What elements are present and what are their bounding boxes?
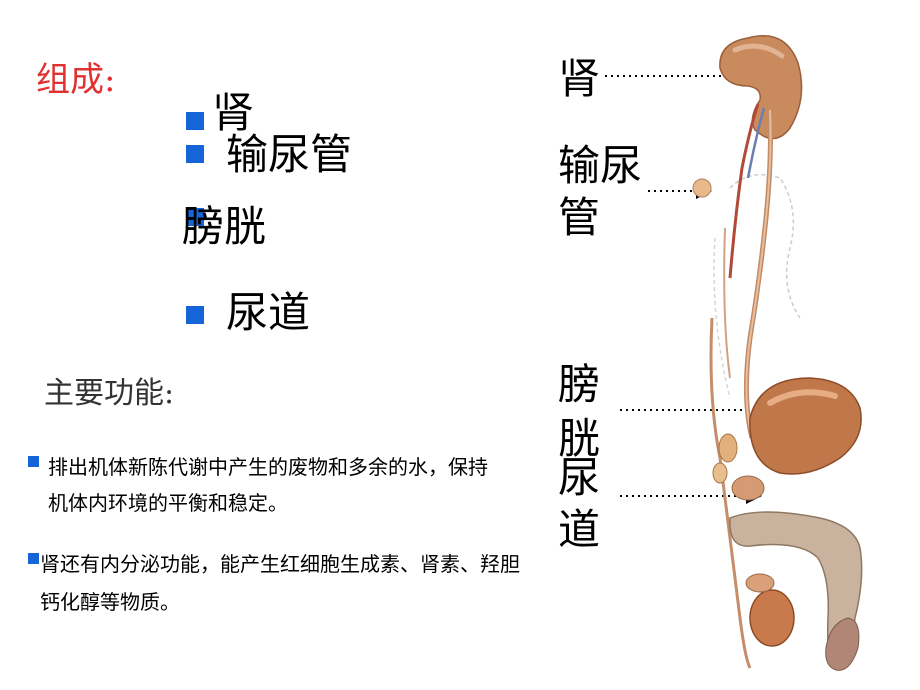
nodule: [692, 178, 712, 198]
tube: [723, 227, 731, 379]
testis: [749, 589, 795, 647]
faint-outline: [729, 173, 801, 319]
function-item-excretion: 排出机体新陈代谢中产生的废物和多余的水，保持机体内环境的平衡和稳定。: [48, 455, 488, 515]
gland: [712, 462, 728, 484]
prostate: [731, 475, 765, 501]
glans: [825, 617, 860, 671]
ureter-shape: [743, 109, 773, 439]
composition-item-urethra: 尿道: [226, 288, 311, 337]
bladder-highlight: [767, 389, 838, 406]
bullet-icon: [28, 553, 39, 564]
bullet-icon: [186, 145, 204, 163]
functions-title: 主要功能:: [44, 376, 175, 411]
faint-outline: [713, 237, 731, 399]
composition-item-kidney: 肾: [212, 88, 255, 137]
urinary-system-illustration: [692, 35, 863, 671]
label-ureter: 输尿管: [558, 141, 643, 242]
ureter-shape: [745, 109, 772, 439]
renal-vessel: [746, 107, 766, 179]
bullet-icon: [28, 456, 39, 467]
tube: [709, 317, 752, 669]
function-item-endocrine: 肾还有内分泌功能，能产生红细胞生成素、肾素、羟胆钙化醇等物质。: [40, 552, 520, 614]
gland: [718, 433, 738, 463]
label-urethra: 尿道: [558, 453, 601, 554]
composition-item-ureter: 输尿管: [226, 130, 353, 179]
label-kidney: 肾: [558, 54, 601, 103]
label-bladder: 膀胱: [558, 360, 601, 463]
bullet-icon: [186, 208, 204, 226]
kidney-highlight: [732, 43, 785, 59]
epididymis: [745, 573, 775, 593]
renal-vessel: [728, 103, 760, 279]
composition-item-bladder: 膀胱: [182, 202, 267, 251]
bullet-icon: [186, 112, 204, 130]
composition-title: 组成:: [36, 60, 116, 100]
bullet-icon: [186, 306, 204, 324]
